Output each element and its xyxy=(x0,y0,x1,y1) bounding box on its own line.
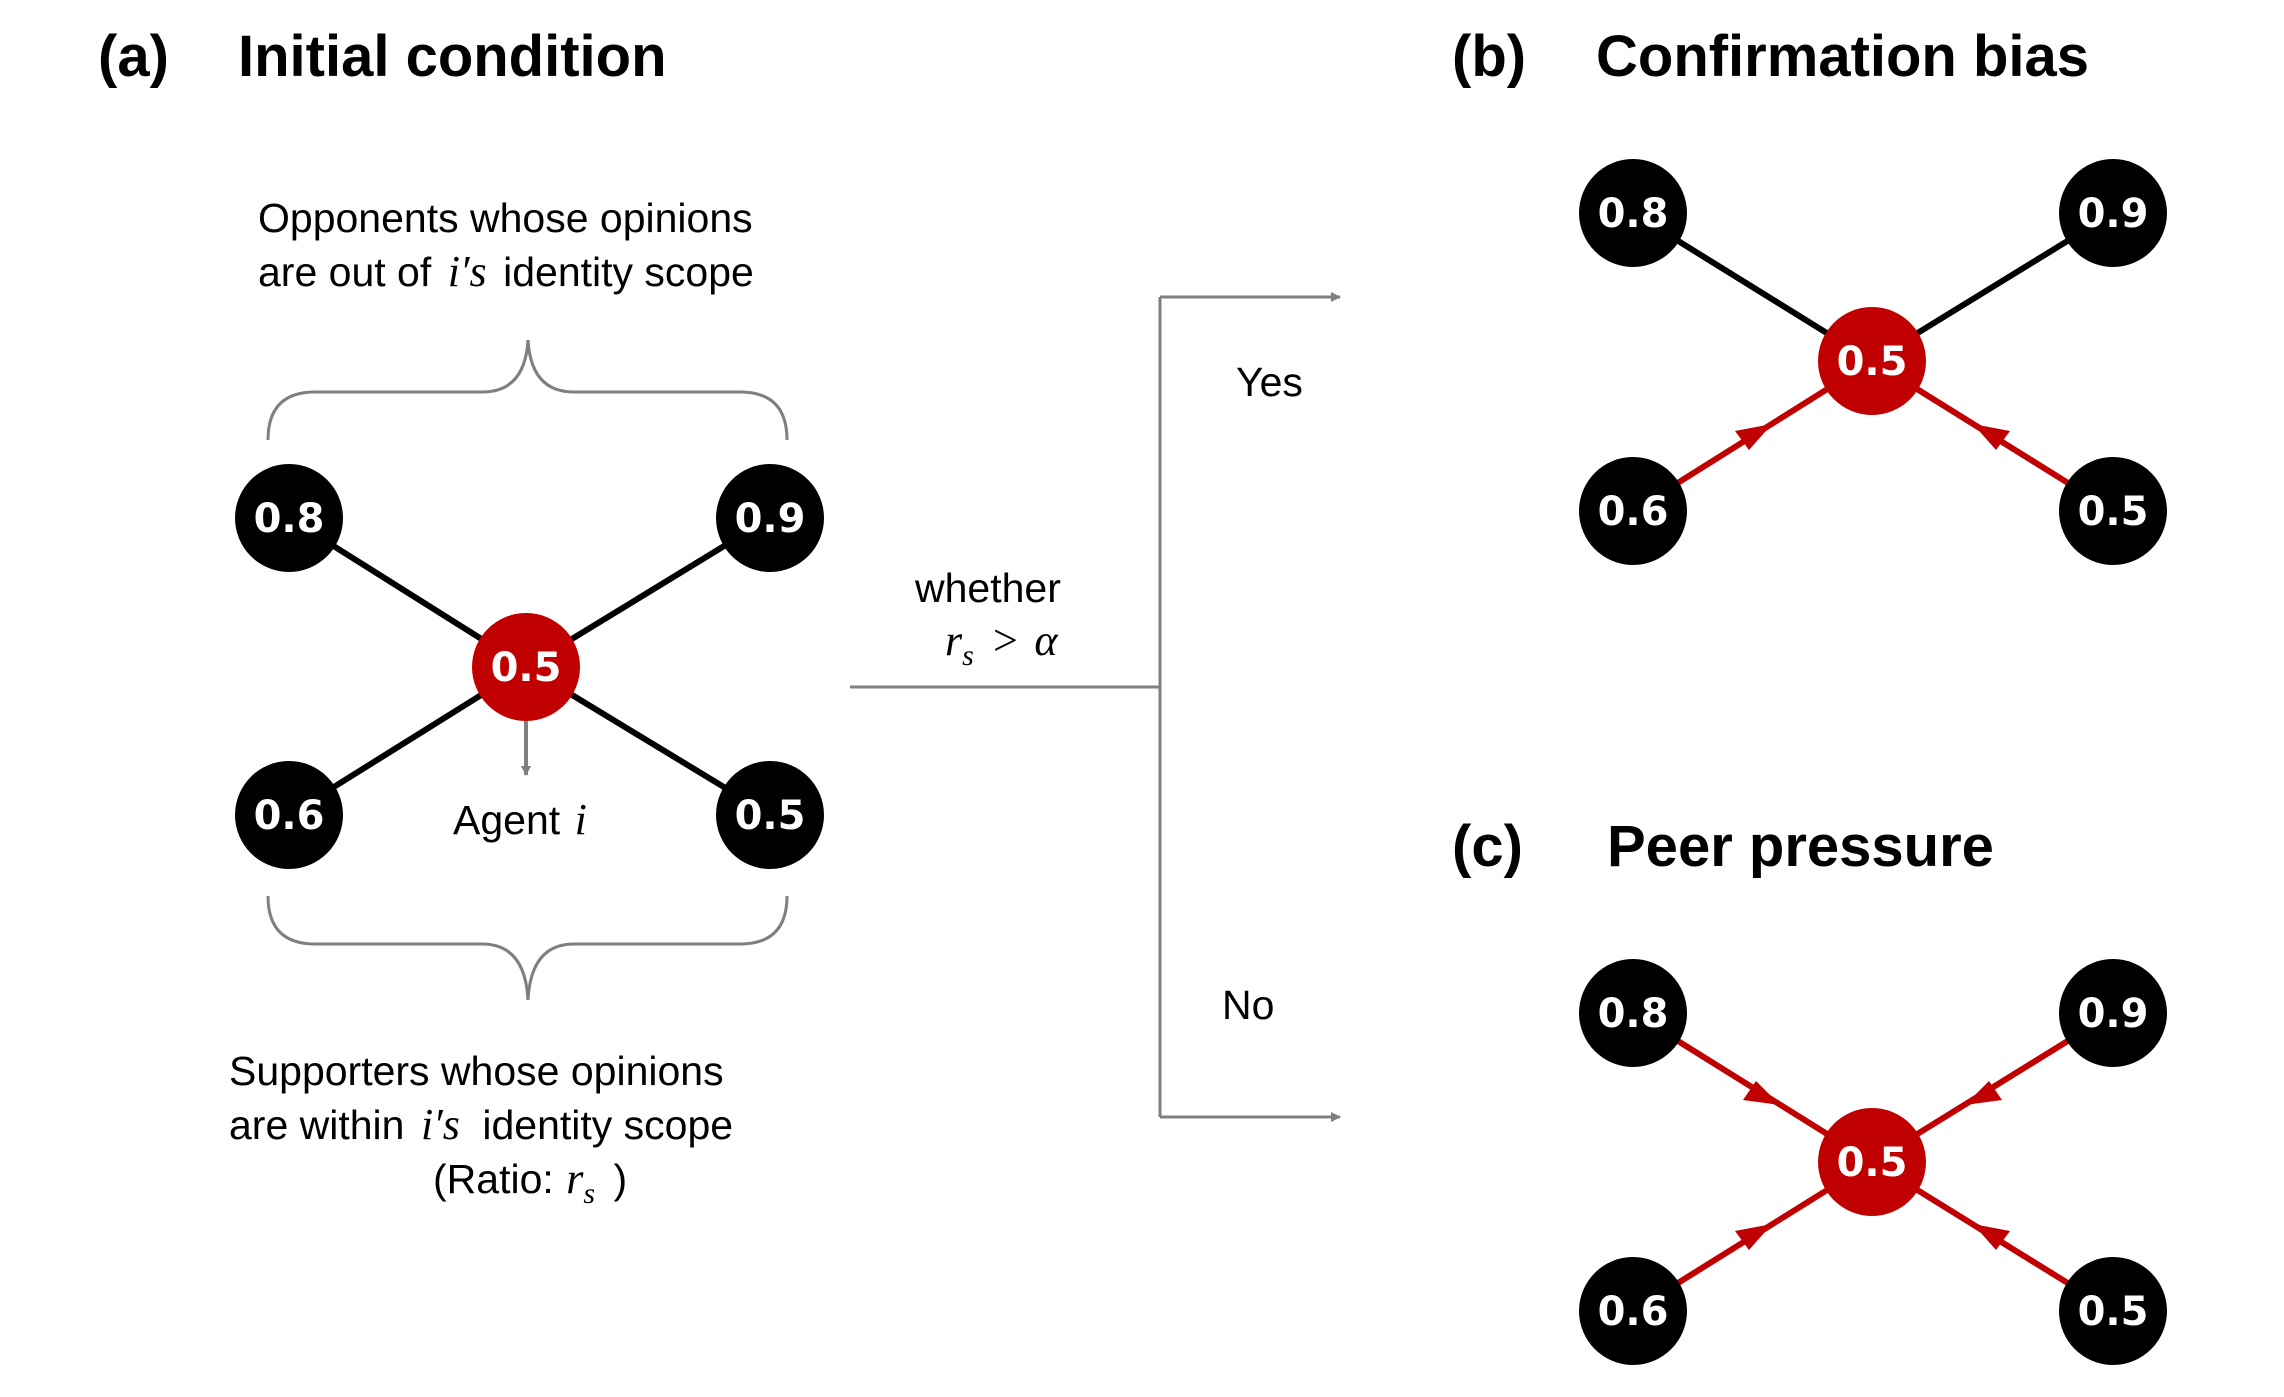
node-bottom-left xyxy=(1579,457,1687,565)
node-top-left-label: 0.8 xyxy=(254,496,325,542)
decision-connector: whether rs > α Yes No xyxy=(850,292,1341,1122)
node-bottom-right xyxy=(716,761,824,869)
supporters-brace xyxy=(266,895,789,1001)
node-bottom-left-label: 0.6 xyxy=(1598,489,1669,535)
influence-arrowhead xyxy=(1735,424,1772,450)
influence-arrowhead xyxy=(1973,424,2010,450)
node-bottom-left-label: 0.6 xyxy=(1598,1289,1669,1335)
node-top-right xyxy=(2059,159,2167,267)
yes-label: Yes xyxy=(1236,359,1303,405)
panel-a-letter: (a) xyxy=(98,24,169,89)
panel-c-title: Peer pressure xyxy=(1607,814,1994,879)
no-label: No xyxy=(1222,982,1274,1028)
decision-condition-word: whether xyxy=(914,565,1061,611)
ratio-caption: (Ratio: rs ) xyxy=(433,1154,627,1210)
decision-condition-expression: rs > α xyxy=(945,616,1058,672)
agent-node xyxy=(472,613,580,721)
node-top-right xyxy=(716,464,824,572)
panel-c-letter: (c) xyxy=(1452,814,1523,879)
supporters-caption-line2: are within i′s identity scope xyxy=(229,1100,733,1149)
node-bottom-left xyxy=(1579,1257,1687,1365)
node-top-left xyxy=(235,464,343,572)
panel-a: (a) Initial condition Opponents whose op… xyxy=(98,24,824,1210)
panel-b-letter: (b) xyxy=(1452,24,1526,89)
influence-arrowhead xyxy=(1973,1224,2010,1250)
node-bottom-left xyxy=(235,761,343,869)
node-bottom-right-label: 0.5 xyxy=(2078,1289,2149,1335)
node-bottom-right-label: 0.5 xyxy=(735,793,806,839)
agent-caption: Agent i xyxy=(453,795,587,844)
node-top-right-label: 0.9 xyxy=(2078,991,2149,1037)
node-top-right-label: 0.9 xyxy=(735,496,806,542)
agent-node-label: 0.5 xyxy=(1837,1140,1908,1186)
node-bottom-left-label: 0.6 xyxy=(254,793,325,839)
agent-node-label: 0.5 xyxy=(1837,339,1908,385)
agent-node xyxy=(1818,307,1926,415)
node-top-right xyxy=(2059,959,2167,1067)
node-bottom-right xyxy=(2059,1257,2167,1365)
node-bottom-right-label: 0.5 xyxy=(2078,489,2149,535)
node-top-left xyxy=(1579,959,1687,1067)
opponents-caption-line2: are out of i′s identity scope xyxy=(258,247,754,296)
panel-b-title: Confirmation bias xyxy=(1596,24,2089,89)
opponents-caption-line1: Opponents whose opinions xyxy=(258,195,753,241)
node-bottom-right xyxy=(2059,457,2167,565)
node-top-right-label: 0.9 xyxy=(2078,191,2149,237)
influence-arrowhead xyxy=(1735,1224,1772,1250)
panel-a-title: Initial condition xyxy=(238,24,667,89)
opponents-brace xyxy=(266,339,789,441)
supporters-caption-line1: Supporters whose opinions xyxy=(229,1048,724,1094)
node-top-left-label: 0.8 xyxy=(1598,191,1669,237)
panel-c: (c) Peer pressure 0.8 0.9 0.6 0.5 0.5 xyxy=(1452,814,2167,1365)
node-top-left-label: 0.8 xyxy=(1598,991,1669,1037)
agent-node xyxy=(1818,1108,1926,1216)
influence-arrowhead xyxy=(1743,1081,1780,1105)
influence-arrowhead xyxy=(1965,1081,2002,1105)
node-top-left xyxy=(1579,159,1687,267)
panel-b: (b) Confirmation bias 0.8 0.9 0.6 0.5 0.… xyxy=(1452,24,2167,565)
agent-node-label: 0.5 xyxy=(491,645,562,691)
